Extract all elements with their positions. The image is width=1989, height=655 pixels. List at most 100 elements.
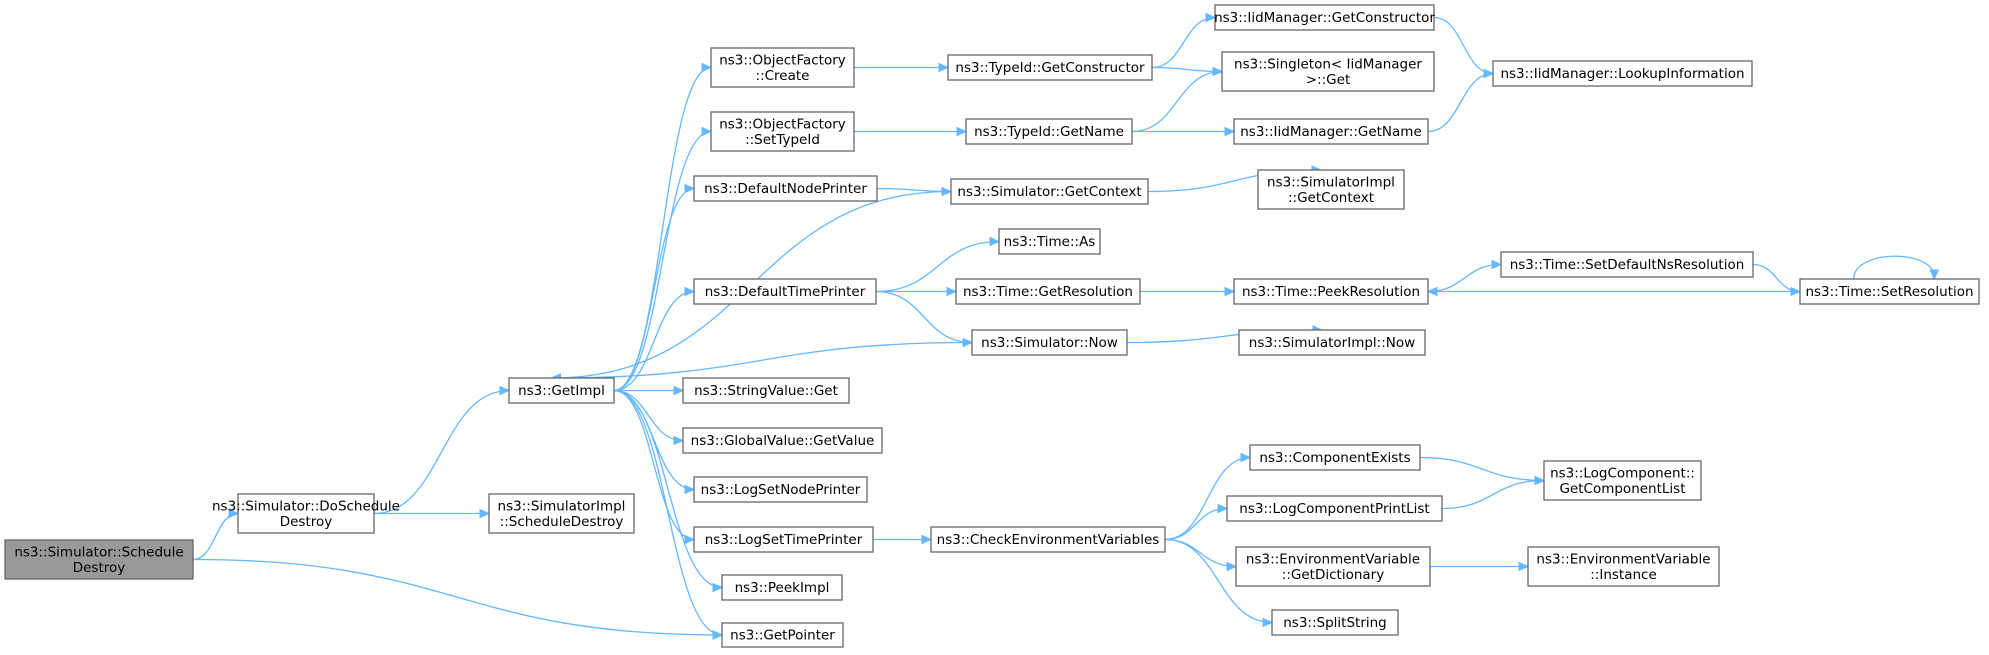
node-label: ns3::SplitString [1283, 615, 1387, 631]
node-label: ns3::IidManager::GetConstructor [1214, 10, 1435, 26]
node-label: ns3::ObjectFactory [719, 52, 846, 68]
node-label: ::Instance [1590, 567, 1657, 583]
edge-n13-n21 [873, 534, 933, 545]
edge-n19-n26 [1140, 286, 1236, 297]
node-ns3-typeid-getconstructor[interactable]: ns3::TypeId::GetConstructor [947, 54, 1153, 81]
edge-n1-n4 [374, 508, 491, 519]
node-ns3-defaultnodeprinter[interactable]: ns3::DefaultNodePrinter [693, 175, 878, 202]
node-box [1249, 444, 1421, 471]
node-label: ns3::DefaultTimePrinter [705, 284, 866, 300]
node-box [950, 178, 1149, 205]
edge-n3-n6 [613, 126, 713, 392]
node-ns3-simulatorimpl-now[interactable]: ns3::SimulatorImpl::Now [1238, 329, 1426, 356]
node-box [1238, 329, 1426, 356]
node-box [488, 493, 635, 534]
node-ns3-checkenvironmentvariables[interactable]: ns3::CheckEnvironmentVariables [930, 526, 1166, 553]
node-box [965, 118, 1133, 145]
edge-n1-n3 [373, 385, 511, 515]
node-box [693, 476, 868, 503]
node-ns3-iidmanager-getconstructor[interactable]: ns3::IidManager::GetConstructor [1214, 4, 1435, 31]
node-label: ns3::CheckEnvironmentVariables [937, 532, 1160, 548]
node-ns3-getpointer[interactable]: ns3::GetPointer [721, 622, 844, 648]
node-label: ns3::Time::GetResolution [963, 284, 1133, 300]
node-ns3-time-setresolution[interactable]: ns3::Time::SetResolution [1799, 278, 1980, 305]
node-ns3-simulator-getcontext[interactable]: ns3::Simulator::GetContext [950, 178, 1149, 205]
edge-n3-n2 [613, 389, 724, 640]
node-ns3-globalvalue-getvalue[interactable]: ns3::GlobalValue::GetValue [682, 427, 883, 454]
edge-n8-n9 [875, 290, 974, 348]
node-ns3-simulator-schedule-destroy[interactable]: ns3::Simulator::ScheduleDestroy [4, 539, 194, 580]
node-box [508, 377, 615, 404]
node-label: ::GetContext [1288, 190, 1374, 206]
node-ns3-componentexists[interactable]: ns3::ComponentExists [1249, 444, 1421, 471]
edge-n15-n22 [1151, 12, 1217, 69]
edge-n28-n34 [1441, 475, 1546, 510]
node-ns3-iidmanager-lookupinformation[interactable]: ns3::IidManager::LookupInformation [1492, 60, 1753, 87]
node-label: ns3::PeekImpl [735, 580, 830, 596]
node-label: ns3::Time::SetResolution [1805, 284, 1973, 300]
node-ns3-logcomponentprintlist[interactable]: ns3::LogComponentPrintList [1226, 495, 1443, 522]
node-label: ns3::LogSetNodePrinter [701, 482, 861, 498]
node-label: GetComponentList [1559, 481, 1685, 497]
node-label: ns3::TypeId::GetName [974, 124, 1124, 140]
node-ns3-simulatorimpl-getcontext[interactable]: ns3::SimulatorImpl::GetContext [1257, 169, 1405, 210]
node-ns3-time-as[interactable]: ns3::Time::As [998, 228, 1101, 255]
edge-n3-n7 [613, 183, 696, 392]
node-ns3-logcomponent-getcomponentlist[interactable]: ns3::LogComponent::GetComponentList [1543, 460, 1702, 501]
node-box [710, 47, 855, 88]
node-box [1492, 60, 1753, 87]
node-box [721, 574, 843, 601]
edge-n3-n8 [613, 286, 696, 392]
node-ns3-typeid-getname[interactable]: ns3::TypeId::GetName [965, 118, 1133, 145]
node-ns3-time-setdefaultnsresolution[interactable]: ns3::Time::SetDefaultNsResolution [1500, 251, 1754, 278]
node-ns3-logsettimeprinter[interactable]: ns3::LogSetTimePrinter [693, 526, 874, 553]
node-label: ns3::Time::PeekResolution [1242, 284, 1420, 300]
node-label: ns3::ObjectFactory [719, 116, 846, 132]
edge-n0-n2 [192, 558, 724, 640]
node-ns3-objectfactory-create[interactable]: ns3::ObjectFactory::Create [710, 47, 855, 88]
node-box [1257, 169, 1405, 210]
node-ns3-time-peekresolution[interactable]: ns3::Time::PeekResolution [1233, 278, 1429, 305]
node-box [682, 377, 850, 404]
edge-n21-n27 [1164, 452, 1252, 541]
node-box [682, 427, 883, 454]
edge-n16-n24 [1132, 126, 1236, 137]
edge-n16-n23 [1131, 66, 1224, 133]
edge-n8-n19 [876, 286, 958, 297]
node-ns3-splitstring[interactable]: ns3::SplitString [1271, 609, 1399, 636]
node-ns3-objectfactory-settypeid[interactable]: ns3::ObjectFactory::SetTypeId [710, 111, 855, 152]
node-ns3-peekimpl[interactable]: ns3::PeekImpl [721, 574, 843, 601]
node-label: ns3::SimulatorImpl [498, 498, 626, 514]
edge-n0-n1 [192, 508, 240, 561]
node-label: Destroy [280, 514, 333, 530]
node-label: ns3::ComponentExists [1259, 450, 1410, 466]
node-ns3-defaulttimeprinter[interactable]: ns3::DefaultTimePrinter [693, 278, 877, 305]
node-ns3-simulatorimpl-scheduledestroy[interactable]: ns3::SimulatorImpl::ScheduleDestroy [488, 493, 635, 534]
node-box [693, 526, 874, 553]
node-ns3-stringvalue-get[interactable]: ns3::StringValue::Get [682, 377, 850, 404]
node-ns3-simulator-now[interactable]: ns3::Simulator::Now [971, 329, 1128, 356]
node-ns3-getimpl[interactable]: ns3::GetImpl [508, 377, 615, 404]
node-box [1271, 609, 1399, 636]
node-box [1500, 251, 1754, 278]
node-label: ns3::LogComponentPrintList [1239, 501, 1429, 517]
node-ns3-environmentvariable-getdictionary[interactable]: ns3::EnvironmentVariable::GetDictionary [1235, 546, 1431, 587]
edge-n33-n33 [1853, 255, 1940, 281]
edge-n3-n10 [614, 385, 685, 396]
node-label: ns3::LogComponent:: [1550, 465, 1695, 481]
node-ns3-iidmanager-getname[interactable]: ns3::IidManager::GetName [1233, 118, 1429, 145]
edge-n27-n34 [1419, 456, 1546, 486]
node-ns3-logsetnodeprinter[interactable]: ns3::LogSetNodePrinter [693, 476, 868, 503]
node-label: ns3::IidManager::GetName [1240, 124, 1422, 140]
node-box [1233, 278, 1429, 305]
node-label: ::ScheduleDestroy [500, 514, 624, 530]
node-ns3-time-getresolution[interactable]: ns3::Time::GetResolution [955, 278, 1141, 305]
edge-n22-n31 [1433, 16, 1495, 79]
node-ns3-environmentvariable-instance[interactable]: ns3::EnvironmentVariable::Instance [1527, 546, 1720, 587]
node-label: ns3::LogSetTimePrinter [705, 532, 863, 548]
node-label: ns3::Simulator::GetContext [957, 184, 1141, 200]
node-box [1527, 546, 1720, 587]
node-ns3-singleton-iidmanager-get[interactable]: ns3::Singleton< IidManager >::Get [1221, 51, 1435, 92]
